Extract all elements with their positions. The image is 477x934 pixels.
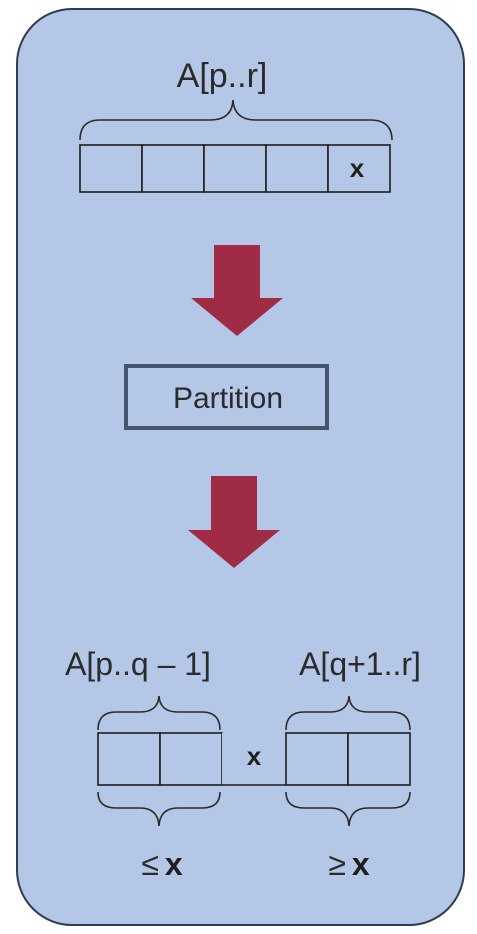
- partition-box: [124, 364, 329, 430]
- right-condition: ≥x: [328, 846, 370, 882]
- left-condition-var: x: [165, 846, 183, 882]
- partition-label: Partition: [173, 382, 283, 415]
- down-arrow-icon: [188, 476, 280, 568]
- right-lower-brace: [285, 791, 411, 827]
- left-upper-brace: [97, 695, 221, 731]
- top-array-cell: [141, 144, 205, 193]
- right-subarray-label: A[q+1..r]: [299, 646, 421, 682]
- less-equal-symbol: ≤: [141, 846, 159, 882]
- partition-step: Partition: [124, 364, 329, 430]
- left-condition: ≤x: [141, 846, 183, 882]
- right-condition-var: x: [352, 846, 370, 882]
- top-array-cell: [203, 144, 267, 193]
- left-subarray-label: A[p..q – 1]: [65, 646, 211, 682]
- bottom-array: x: [97, 732, 411, 786]
- top-array-pivot-cell: [327, 144, 391, 193]
- top-brace: [79, 99, 393, 141]
- top-array-label: A[p..r]: [177, 57, 268, 95]
- top-pivot-label: x: [350, 153, 365, 183]
- left-subarray-cell: [97, 732, 161, 786]
- down-arrow-icon: [191, 245, 283, 336]
- greater-equal-symbol: ≥: [328, 846, 346, 882]
- top-array-cell: [265, 144, 329, 193]
- left-lower-brace: [97, 791, 221, 827]
- right-subarray-cell: [285, 732, 349, 786]
- bottom-pivot-label: x: [247, 741, 262, 771]
- left-subarray-cell: [159, 732, 223, 786]
- top-array: x: [79, 144, 391, 193]
- bottom-pivot-cell: [222, 733, 286, 785]
- top-array-cell: [79, 144, 143, 193]
- right-subarray-cell: [347, 732, 411, 786]
- right-upper-brace: [285, 695, 411, 731]
